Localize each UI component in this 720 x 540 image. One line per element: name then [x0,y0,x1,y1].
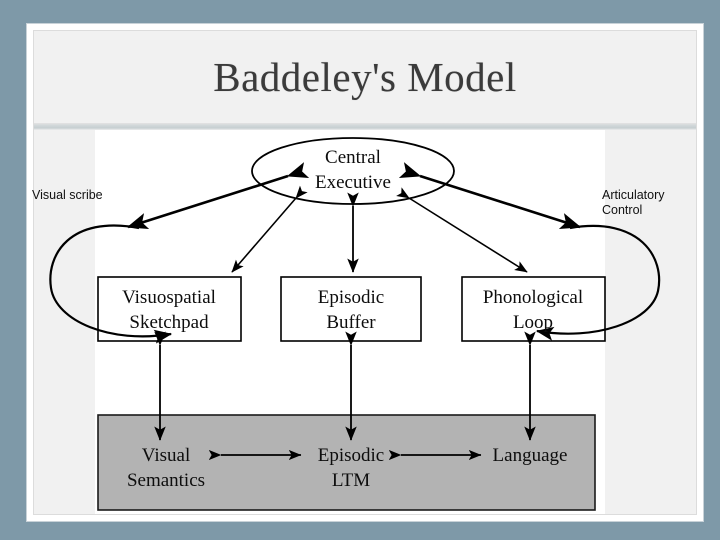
annotation-visual-scribe: Visual scribe [32,188,103,202]
title-divider [34,123,696,130]
annotation-articulatory-control: Articulatory Control [602,188,665,218]
diagram-image [95,130,605,514]
title-placeholder: Baddeley's Model [34,31,696,123]
page-title: Baddeley's Model [213,54,517,100]
